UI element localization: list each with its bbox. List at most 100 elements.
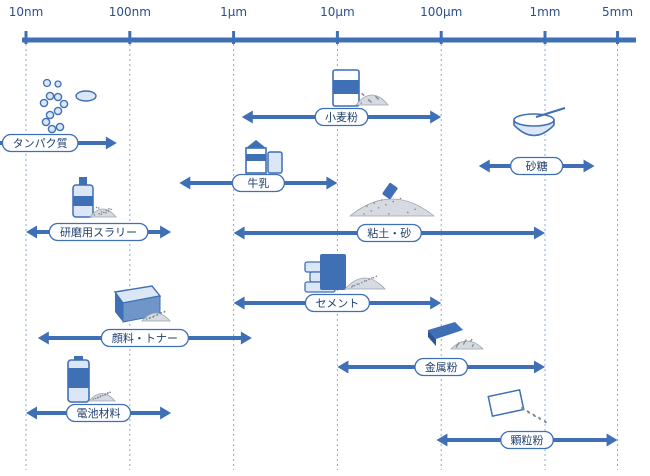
powder-pile [89,208,117,218]
battery-band [68,368,89,388]
range-bar: タンパク質 [0,133,117,153]
range-bar-right-arrow [606,433,618,447]
protein-dot [42,78,52,88]
powder-dot [471,345,474,348]
sugar-bowl-rim [513,113,555,127]
range-label-pill [414,357,469,377]
protein-blob [75,90,97,102]
milk-glass [267,151,283,174]
powder-dot [103,211,105,214]
tick-label: 100μm [420,5,462,19]
powder-dot [100,213,103,215]
range-label: 顆粒粉 [511,433,544,447]
powder-dot [373,202,376,204]
powder-dot [457,342,460,344]
powder-dot [106,392,109,395]
powder-dot [455,346,458,348]
range-bar: 研磨用スラリー [26,222,172,242]
powder-dot [356,283,359,286]
battery-icon [67,356,116,403]
powder-dot [353,284,356,287]
granule-dot [522,408,525,411]
powder-dot [407,211,409,214]
granule-dot [539,417,542,420]
battery-terminal [74,356,83,361]
toner-side [115,292,123,322]
powder-dot [368,278,370,281]
protein-icon [39,78,97,134]
powder-dot [110,208,112,211]
powder-dot [414,208,416,211]
powder-dot [399,197,402,200]
range-bar-left-arrow [26,225,37,239]
range-label: 小麦粉 [325,111,358,124]
sugar-bowl-icon [513,107,566,137]
powder-dot [465,339,467,341]
powder-dot [472,344,475,346]
protein-bead [45,91,55,101]
powder-dot [96,397,99,399]
range-bar: 小麦粉 [241,107,442,127]
powder-dot [362,94,365,96]
flour-bag-icon [332,69,389,107]
range-bar-right-arrow [583,159,595,173]
protein-bead [53,106,63,116]
illustrations [39,69,566,424]
metal-powder-icon [428,322,484,350]
powder-dot [145,318,148,320]
cement-bag-front [320,254,346,290]
metal-ingot-side [428,330,436,346]
powder-dot [470,340,472,342]
powder-dot [360,281,363,284]
range-label-pill [65,403,132,423]
milk-top [246,140,266,148]
powder-dot [152,316,154,318]
powder-dot [107,210,110,212]
powder-dot [105,212,107,214]
powder-dot [99,395,102,398]
powder-dot [385,203,387,206]
cement-icon [304,254,386,293]
range-label: 電池材料 [77,406,121,420]
range-label: タンパク質 [13,136,68,150]
range-label: セメント [316,297,360,310]
powder-dot [363,213,365,215]
granule-dot [528,411,531,414]
range-label-pill [509,156,564,176]
range-bar-right-arrow [326,176,338,190]
range-bar: 砂糖 [478,156,595,176]
powder-dot [456,344,458,347]
tick-label: 1μm [220,5,247,19]
range-bar-left-arrow [233,226,245,240]
pigment-toner-icon [113,285,171,323]
protein-bead [39,98,49,108]
tick-label: 10nm [9,5,44,19]
milk-icon [245,140,283,174]
flour-band [333,80,359,94]
protein-bead [45,110,55,120]
range-bar: 顔料・トナー [37,328,252,348]
slurry-bottle-icon [72,177,117,218]
powder-dot [360,102,363,104]
powder-dot [463,341,466,344]
range-bar-left-arrow [37,331,49,345]
range-bar: 牛乳 [179,173,338,193]
range-bar-right-arrow [160,225,172,239]
powder-dot [457,343,459,346]
range-bar-right-arrow [430,296,442,310]
powder-dot [92,398,95,400]
powder-dot [380,199,383,201]
range-bar-right-arrow [105,136,117,150]
powder-dot [470,338,473,341]
protein-bead [59,99,69,109]
granule-packet [487,389,525,417]
powder-dot [370,210,373,212]
range-bars: タンパク質研磨用スラリー顔料・トナー電池材料小麦粉牛乳粘土・砂セメント金属粉砂糖… [0,107,618,450]
powder-dot [372,276,375,279]
tick-label: 1mm [529,5,560,19]
powder-dot [108,208,110,210]
powder-dot [148,317,151,320]
range-bar-right-arrow [240,331,252,345]
powder-pile [450,340,484,350]
